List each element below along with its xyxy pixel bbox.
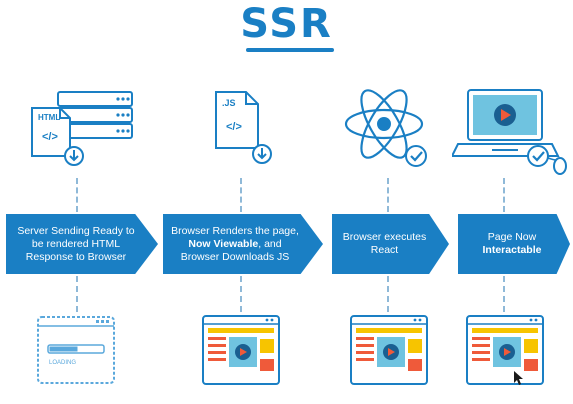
step-2-text: Browser Renders the page, Now Viewable, … xyxy=(171,224,299,263)
connector-4-bottom xyxy=(503,276,505,312)
js-file-icon: .JS </> xyxy=(215,91,272,164)
browser-react-icon xyxy=(350,315,428,385)
html-file-label: HTML xyxy=(38,113,60,122)
interactable-bold: Interactable xyxy=(482,244,542,256)
page-title: SSR xyxy=(240,1,333,47)
loading-label: LOADING xyxy=(49,360,76,366)
browser-loading-icon: LOADING xyxy=(37,316,115,384)
browser-viewable-icon xyxy=(202,315,280,385)
step-1-arrow: Server Sending Ready to be rendered HTML… xyxy=(6,214,158,274)
browser-interactable-icon xyxy=(466,315,544,385)
js-code-glyph: </> xyxy=(226,121,242,133)
connector-2-top xyxy=(240,178,242,212)
js-file-label: .JS xyxy=(222,98,236,108)
step-2-arrow: Browser Renders the page, Now Viewable, … xyxy=(163,214,323,274)
html-server-icon: HTML </> xyxy=(31,91,133,166)
connector-2-bottom xyxy=(240,276,242,312)
connector-3-top xyxy=(387,178,389,212)
step-1-text: Server Sending Ready to be rendered HTML… xyxy=(17,224,135,263)
react-atom-icon xyxy=(344,89,427,167)
title-underline xyxy=(246,48,334,52)
connector-3-bottom xyxy=(387,276,389,312)
connector-1-bottom xyxy=(76,276,78,312)
step-3-arrow: Browser executes React xyxy=(332,214,449,274)
laptop-play-icon xyxy=(452,89,567,175)
now-viewable-bold: Now Viewable xyxy=(188,237,259,250)
connector-4-top xyxy=(503,178,505,212)
step-3-text: Browser executes React xyxy=(342,231,427,256)
mouse-cursor-icon xyxy=(514,371,523,385)
connector-1-top xyxy=(76,178,78,212)
html-code-glyph: </> xyxy=(42,131,58,143)
